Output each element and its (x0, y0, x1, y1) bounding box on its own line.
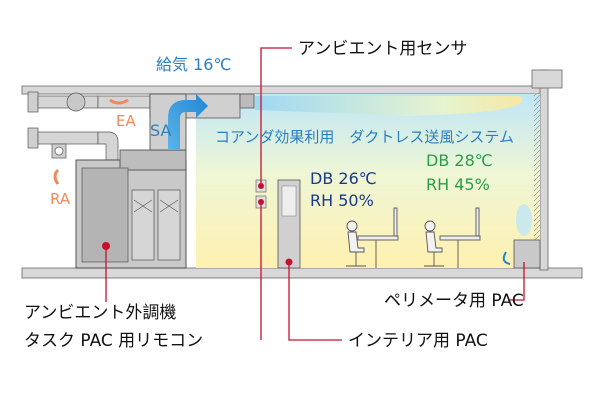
wall-cap (531, 69, 563, 89)
exterior-wall (539, 69, 549, 271)
supply-air-jet (255, 96, 523, 116)
damper-knob (54, 146, 64, 156)
ahu-filter (157, 189, 181, 261)
window-glazing (534, 94, 540, 268)
exhaust-fan (66, 92, 86, 112)
ea-label: EA (116, 112, 136, 130)
workstation-2 (424, 207, 481, 268)
ceiling-slab (21, 85, 543, 95)
perimeter-pac-leader-line (508, 262, 525, 301)
pipe-elbow (97, 131, 119, 161)
task-remote-label: タスク PAC 用リモコン (24, 331, 203, 351)
ra-arrow (53, 168, 60, 185)
interior-rh-label: RH 50% (310, 191, 374, 210)
duct-outlet (239, 93, 255, 109)
outdoor-air-pipe (37, 131, 99, 145)
perimeter-pac-unit (513, 239, 541, 269)
coanda-system-label: コアンダ効果利用 ダクトレス送風システム (215, 128, 514, 146)
pipe-cap-oa (27, 127, 39, 149)
sensor-label: アンビエント用センサ (298, 39, 467, 59)
supply-air-temp-label: 給気 16℃ (156, 55, 231, 74)
sa-label: SA (150, 121, 171, 140)
perimeter-return-arrow (502, 251, 511, 265)
interior-pac-label: インテリア用 PAC (348, 331, 488, 351)
ea-arrow (109, 98, 129, 105)
perimeter-pac-label: ペリメータ用 PAC (384, 291, 524, 311)
ahu-top-unit (119, 149, 187, 171)
interior-db-label: DB 26℃ (310, 169, 377, 188)
perimeter-db-label: DB 28℃ (426, 151, 493, 170)
interior-pac-leader-line (288, 262, 342, 341)
perimeter-rh-label: RH 45% (426, 175, 490, 194)
ra-label: RA (50, 190, 71, 208)
sa-arrow (168, 94, 208, 150)
pipe-cap-ea (27, 91, 39, 113)
perimeter-airflow (516, 204, 532, 236)
interior-pac-grille (281, 185, 297, 217)
ahu-coil (131, 189, 155, 261)
workstation-1 (346, 207, 399, 268)
sensor-leader-line (260, 47, 292, 186)
ambient-unit-label: アンビエント外調機 (24, 303, 176, 323)
ahu-filter-marks (133, 199, 179, 213)
